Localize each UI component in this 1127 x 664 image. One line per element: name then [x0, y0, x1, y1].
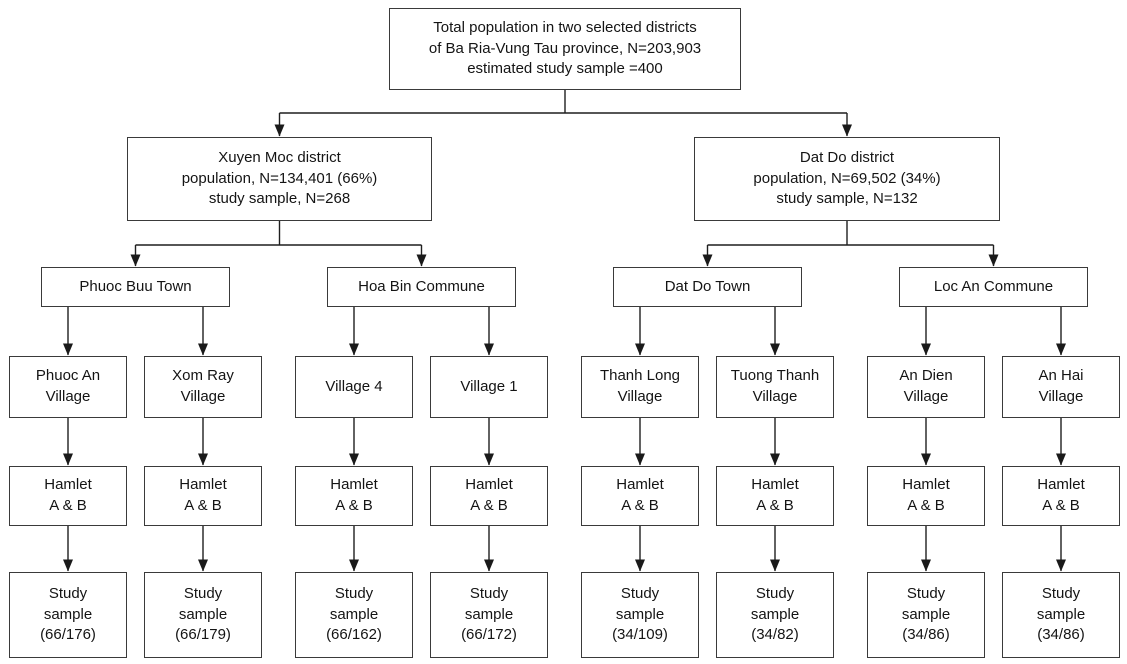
- node-village-4: Village 4: [295, 356, 413, 418]
- node-hamlet-3: Hamlet A & B: [295, 466, 413, 526]
- node-hamlet-5: Hamlet A & B: [581, 466, 699, 526]
- node-district-xuyen-moc: Xuyen Moc district population, N=134,401…: [127, 137, 432, 221]
- node-village-an-hai: An Hai Village: [1002, 356, 1120, 418]
- node-district-dat-do: Dat Do district population, N=69,502 (34…: [694, 137, 1000, 221]
- node-village-phuoc-an: Phuoc An Village: [9, 356, 127, 418]
- node-study-sample-4: Study sample (66/172): [430, 572, 548, 658]
- node-hamlet-4: Hamlet A & B: [430, 466, 548, 526]
- node-village-an-dien: An Dien Village: [867, 356, 985, 418]
- node-commune-phuoc-buu-town: Phuoc Buu Town: [41, 267, 230, 307]
- node-hamlet-2: Hamlet A & B: [144, 466, 262, 526]
- node-village-thanh-long: Thanh Long Village: [581, 356, 699, 418]
- node-hamlet-1: Hamlet A & B: [9, 466, 127, 526]
- node-village-xom-ray: Xom Ray Village: [144, 356, 262, 418]
- node-study-sample-1: Study sample (66/176): [9, 572, 127, 658]
- node-study-sample-2: Study sample (66/179): [144, 572, 262, 658]
- node-village-1: Village 1: [430, 356, 548, 418]
- node-hamlet-6: Hamlet A & B: [716, 466, 834, 526]
- node-study-sample-7: Study sample (34/86): [867, 572, 985, 658]
- node-commune-loc-an: Loc An Commune: [899, 267, 1088, 307]
- node-study-sample-8: Study sample (34/86): [1002, 572, 1120, 658]
- node-study-sample-6: Study sample (34/82): [716, 572, 834, 658]
- node-total-population: Total population in two selected distric…: [389, 8, 741, 90]
- node-village-tuong-thanh: Tuong Thanh Village: [716, 356, 834, 418]
- node-hamlet-8: Hamlet A & B: [1002, 466, 1120, 526]
- node-commune-hoa-bin: Hoa Bin Commune: [327, 267, 516, 307]
- node-commune-dat-do-town: Dat Do Town: [613, 267, 802, 307]
- node-study-sample-3: Study sample (66/162): [295, 572, 413, 658]
- node-hamlet-7: Hamlet A & B: [867, 466, 985, 526]
- node-study-sample-5: Study sample (34/109): [581, 572, 699, 658]
